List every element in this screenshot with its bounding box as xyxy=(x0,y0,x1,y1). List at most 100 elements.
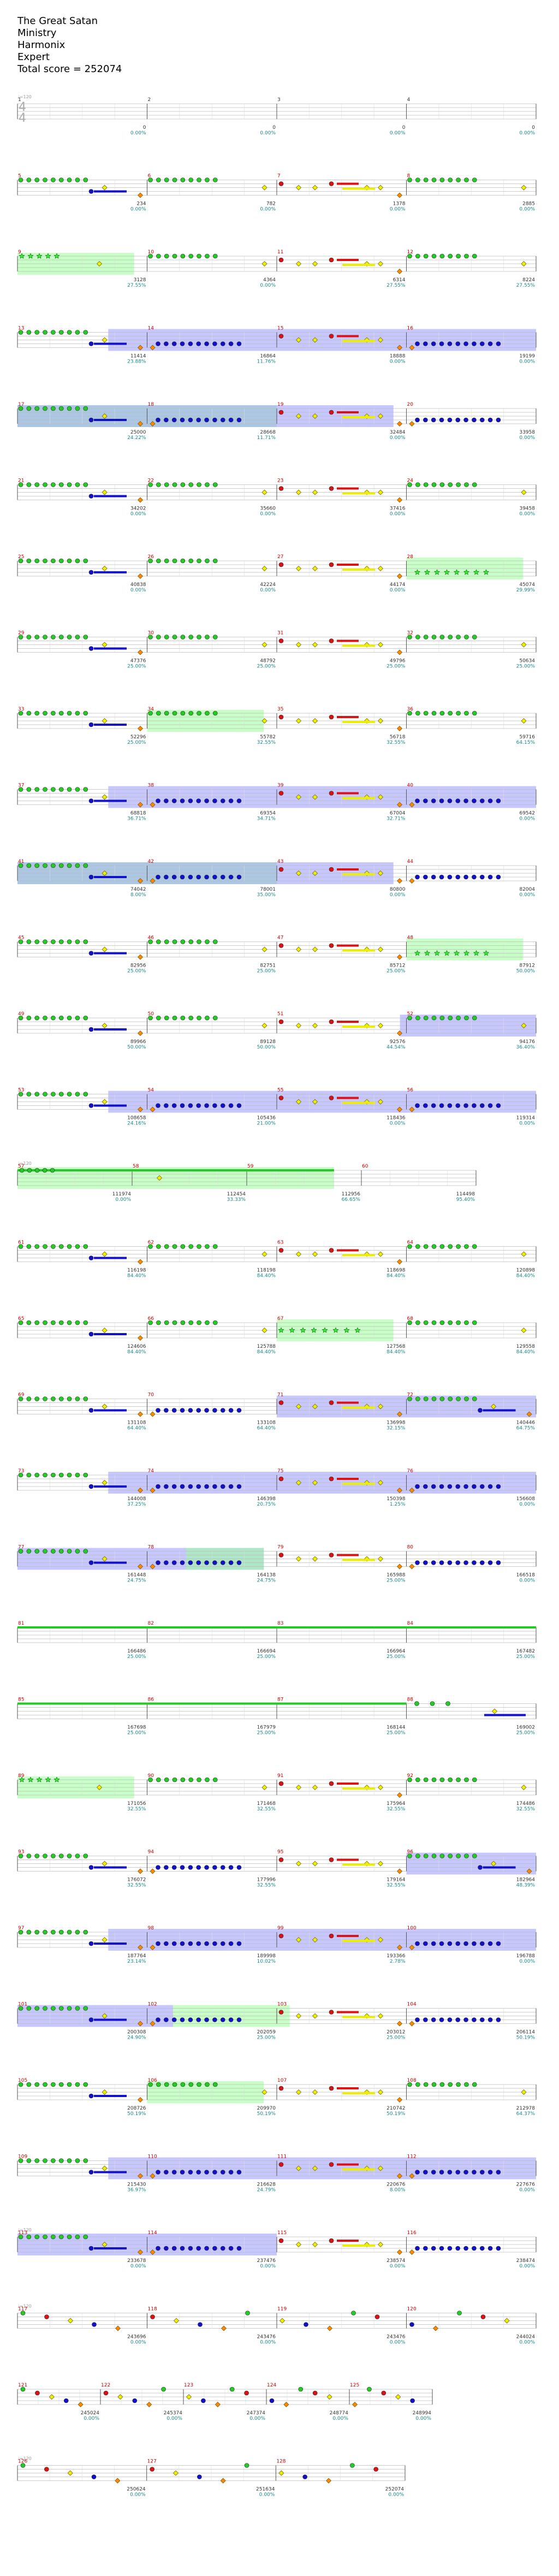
note-blue xyxy=(415,2170,420,2175)
note-green xyxy=(464,1320,469,1325)
note-red xyxy=(103,2390,109,2396)
note-blue xyxy=(220,1941,225,1946)
note-green xyxy=(448,1320,453,1325)
note-blue xyxy=(212,1560,217,1565)
note-yellow xyxy=(102,2165,108,2171)
measure-number: 15 xyxy=(277,326,283,331)
note-green xyxy=(58,2234,64,2240)
note-blue xyxy=(472,417,477,423)
measure-number: 80 xyxy=(407,1545,414,1550)
note-blue xyxy=(88,2170,94,2175)
note-blue xyxy=(180,2017,185,2022)
measure-score: 171468 xyxy=(257,1801,276,1807)
measure-percent: 0.00% xyxy=(519,1121,535,1127)
note-green xyxy=(197,710,201,716)
note-green xyxy=(164,177,169,182)
measure-number: 57 xyxy=(18,1164,24,1169)
measure-score: 0 xyxy=(402,125,406,131)
note-blue xyxy=(228,874,234,880)
sustain-red xyxy=(337,2011,359,2014)
measure-percent: 84.40% xyxy=(386,1274,406,1279)
note-green xyxy=(43,1853,47,1858)
note-blue xyxy=(188,417,193,423)
note-blue xyxy=(431,2017,436,2022)
note-green xyxy=(51,1472,56,1478)
note-blue xyxy=(156,1941,160,1946)
measure-score: 0 xyxy=(143,125,146,131)
note-green xyxy=(67,406,72,411)
note-blue xyxy=(164,2170,169,2175)
note-yellow xyxy=(378,1937,383,1943)
measure-score: 196788 xyxy=(516,1953,536,1959)
note-blue xyxy=(188,798,193,803)
measure-number: 66 xyxy=(148,1316,154,1322)
star-note xyxy=(278,1327,284,1333)
note-yellow xyxy=(174,2318,179,2324)
measure-number: 87 xyxy=(277,1697,283,1703)
note-red xyxy=(329,714,334,720)
measure-number: 86 xyxy=(148,1697,154,1703)
note-green xyxy=(439,2082,445,2087)
note-green xyxy=(172,1777,177,1783)
note-green xyxy=(43,558,47,564)
note-orange xyxy=(397,954,402,960)
note-blue xyxy=(439,341,444,346)
note-green xyxy=(197,939,201,944)
note-green xyxy=(188,1777,194,1783)
note-green xyxy=(26,2006,32,2011)
note-green xyxy=(67,1320,72,1325)
note-green xyxy=(34,2082,39,2087)
measure-score: 55782 xyxy=(260,735,276,740)
measure-number: 17 xyxy=(18,402,24,407)
note-green xyxy=(407,1015,412,1021)
sustain-yellow xyxy=(342,949,375,952)
measure-score: 187764 xyxy=(127,1953,146,1959)
note-green xyxy=(456,635,461,639)
note-green xyxy=(439,635,445,639)
note-green xyxy=(51,482,56,487)
note-blue xyxy=(236,2017,242,2022)
note-blue xyxy=(156,2170,160,2175)
note-red xyxy=(278,257,284,263)
note-green xyxy=(34,635,39,639)
note-blue xyxy=(455,1484,461,1489)
note-blue xyxy=(204,1408,209,1413)
note-green xyxy=(67,1853,72,1858)
note-blue xyxy=(439,2017,444,2022)
note-red xyxy=(150,2467,154,2472)
note-orange xyxy=(138,726,143,731)
note-green xyxy=(407,2082,412,2087)
note-orange xyxy=(397,878,402,884)
measure-number: 93 xyxy=(18,1850,24,1855)
note-blue xyxy=(463,798,468,803)
note-orange xyxy=(150,345,156,351)
note-blue xyxy=(212,1865,217,1870)
note-blue xyxy=(439,1560,444,1565)
note-blue xyxy=(220,2170,225,2175)
measure-number: 41 xyxy=(18,859,24,864)
measure-score: 179164 xyxy=(386,1878,406,1883)
note-yellow xyxy=(102,337,108,343)
note-blue xyxy=(447,1103,453,1108)
note-green xyxy=(464,710,469,716)
note-green xyxy=(83,1472,88,1478)
note-green xyxy=(75,1092,80,1097)
note-green xyxy=(51,2082,56,2087)
note-green xyxy=(445,1701,450,1706)
measure-percent: 0.00% xyxy=(519,1959,535,1964)
note-blue xyxy=(479,1484,485,1489)
note-green xyxy=(197,1320,201,1325)
note-green xyxy=(448,2082,453,2087)
note-green xyxy=(212,1777,218,1783)
measure-score: 177996 xyxy=(257,1878,276,1883)
measure-score: 136998 xyxy=(386,1420,406,1426)
note-green xyxy=(172,1244,177,1249)
note-blue xyxy=(212,2246,217,2251)
measure-percent: 0.00% xyxy=(519,2264,535,2269)
note-blue xyxy=(204,2170,209,2175)
note-green xyxy=(205,1244,210,1249)
measure-score: 243696 xyxy=(127,2335,146,2340)
measure-number: 96 xyxy=(407,1850,414,1855)
note-blue xyxy=(88,1408,94,1413)
measure-number: 30 xyxy=(148,631,154,636)
